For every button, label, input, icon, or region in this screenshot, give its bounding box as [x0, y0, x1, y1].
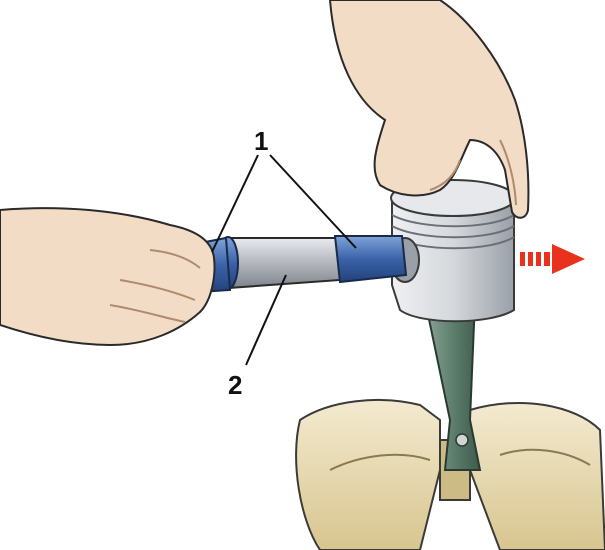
piston: [390, 179, 516, 323]
callout-2: 2: [228, 370, 242, 400]
right-hand: [328, 0, 530, 219]
callout-leaders: [211, 154, 357, 366]
leader-1-right: [269, 154, 357, 249]
pin-mandrel: [193, 235, 408, 294]
right-arrow-icon: [520, 244, 585, 274]
left-hand: [0, 207, 216, 347]
leader-2: [245, 274, 287, 366]
leader-1-left: [211, 154, 259, 253]
callout-1: 1: [254, 126, 268, 156]
vise-jaws: [295, 399, 605, 550]
